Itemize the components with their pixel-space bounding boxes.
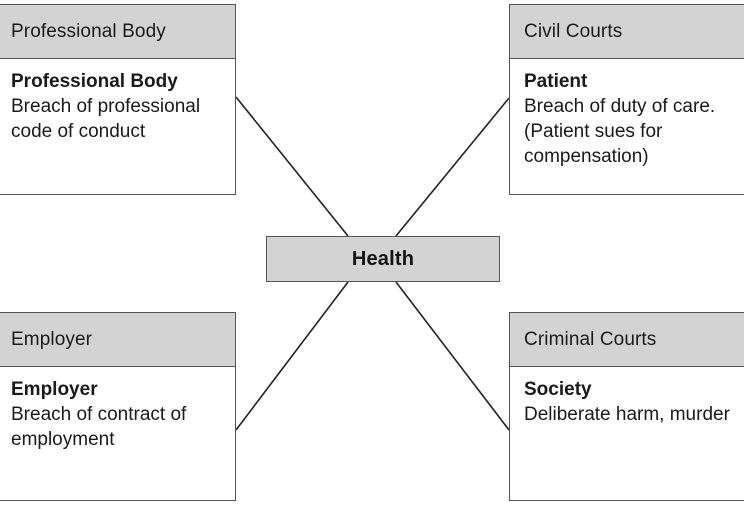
node-body-title: Society <box>524 379 592 400</box>
node-body-professional-body: Professional Body Breach of professional… <box>0 59 235 152</box>
node-header-label: Employer <box>11 328 93 350</box>
node-body-title: Professional Body <box>11 71 178 92</box>
node-body-text: Breach of contract of employment <box>11 404 187 450</box>
node-header-professional-body: Professional Body <box>0 5 235 59</box>
node-body-text: Breach of duty of care. (Patient sues fo… <box>524 96 716 167</box>
node-header-label: Criminal Courts <box>524 328 657 350</box>
node-body-text: Breach of professional code of conduct <box>11 96 201 142</box>
connector-criminal-courts-to-health <box>395 281 510 431</box>
node-header-employer: Employer <box>0 313 235 367</box>
connector-civil-courts-to-health <box>395 97 510 237</box>
node-body-civil-courts: Patient Breach of duty of care. (Patient… <box>510 59 744 177</box>
connector-professional-body-to-health <box>235 96 349 237</box>
node-body-employer: Employer Breach of contract of employmen… <box>0 367 235 460</box>
node-criminal-courts[interactable]: Criminal Courts Society Deliberate harm,… <box>509 312 744 501</box>
node-employer[interactable]: Employer Employer Breach of contract of … <box>0 312 236 501</box>
node-body-title: Employer <box>11 379 98 400</box>
node-header-label: Civil Courts <box>524 20 623 42</box>
node-health-center[interactable]: Health <box>266 236 500 282</box>
node-body-criminal-courts: Society Deliberate harm, murder <box>510 367 744 435</box>
node-header-label: Professional Body <box>11 20 166 42</box>
connector-employer-to-health <box>235 281 349 431</box>
center-label: Health <box>351 247 415 270</box>
node-civil-courts[interactable]: Civil Courts Patient Breach of duty of c… <box>509 4 744 195</box>
node-header-civil-courts: Civil Courts <box>510 5 744 59</box>
node-body-title: Patient <box>524 71 588 92</box>
node-header-criminal-courts: Criminal Courts <box>510 313 744 367</box>
node-professional-body[interactable]: Professional Body Professional Body Brea… <box>0 4 236 195</box>
node-body-text: Deliberate harm, murder <box>524 404 730 425</box>
